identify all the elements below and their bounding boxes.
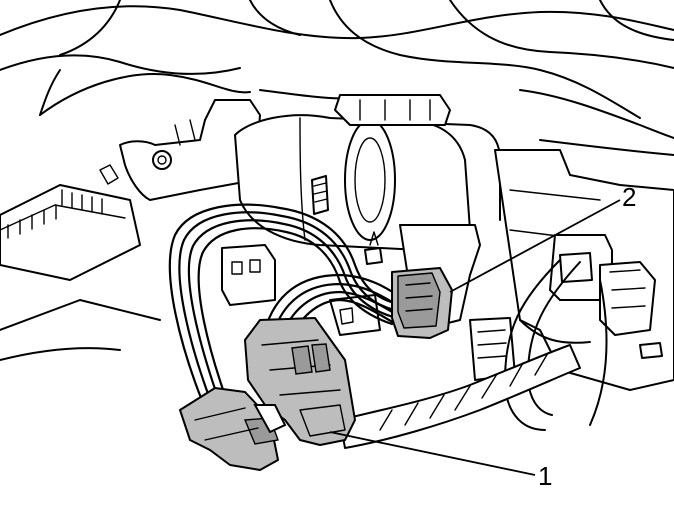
engine-cover-outline [0, 0, 674, 156]
bolt [364, 231, 383, 265]
leader-line-2 [449, 199, 621, 293]
ribbed-block [0, 184, 161, 361]
main-harness [339, 344, 581, 449]
connector-2 [391, 267, 453, 339]
leader-line-1 [329, 431, 536, 476]
callout-label-1: 1 [538, 461, 552, 491]
callout-leaders [329, 199, 621, 476]
right-housing [494, 149, 674, 391]
mating-connector [179, 387, 287, 471]
mount-bracket [99, 99, 261, 201]
connector-1 [244, 317, 356, 446]
callout-label-2: 2 [622, 182, 636, 212]
